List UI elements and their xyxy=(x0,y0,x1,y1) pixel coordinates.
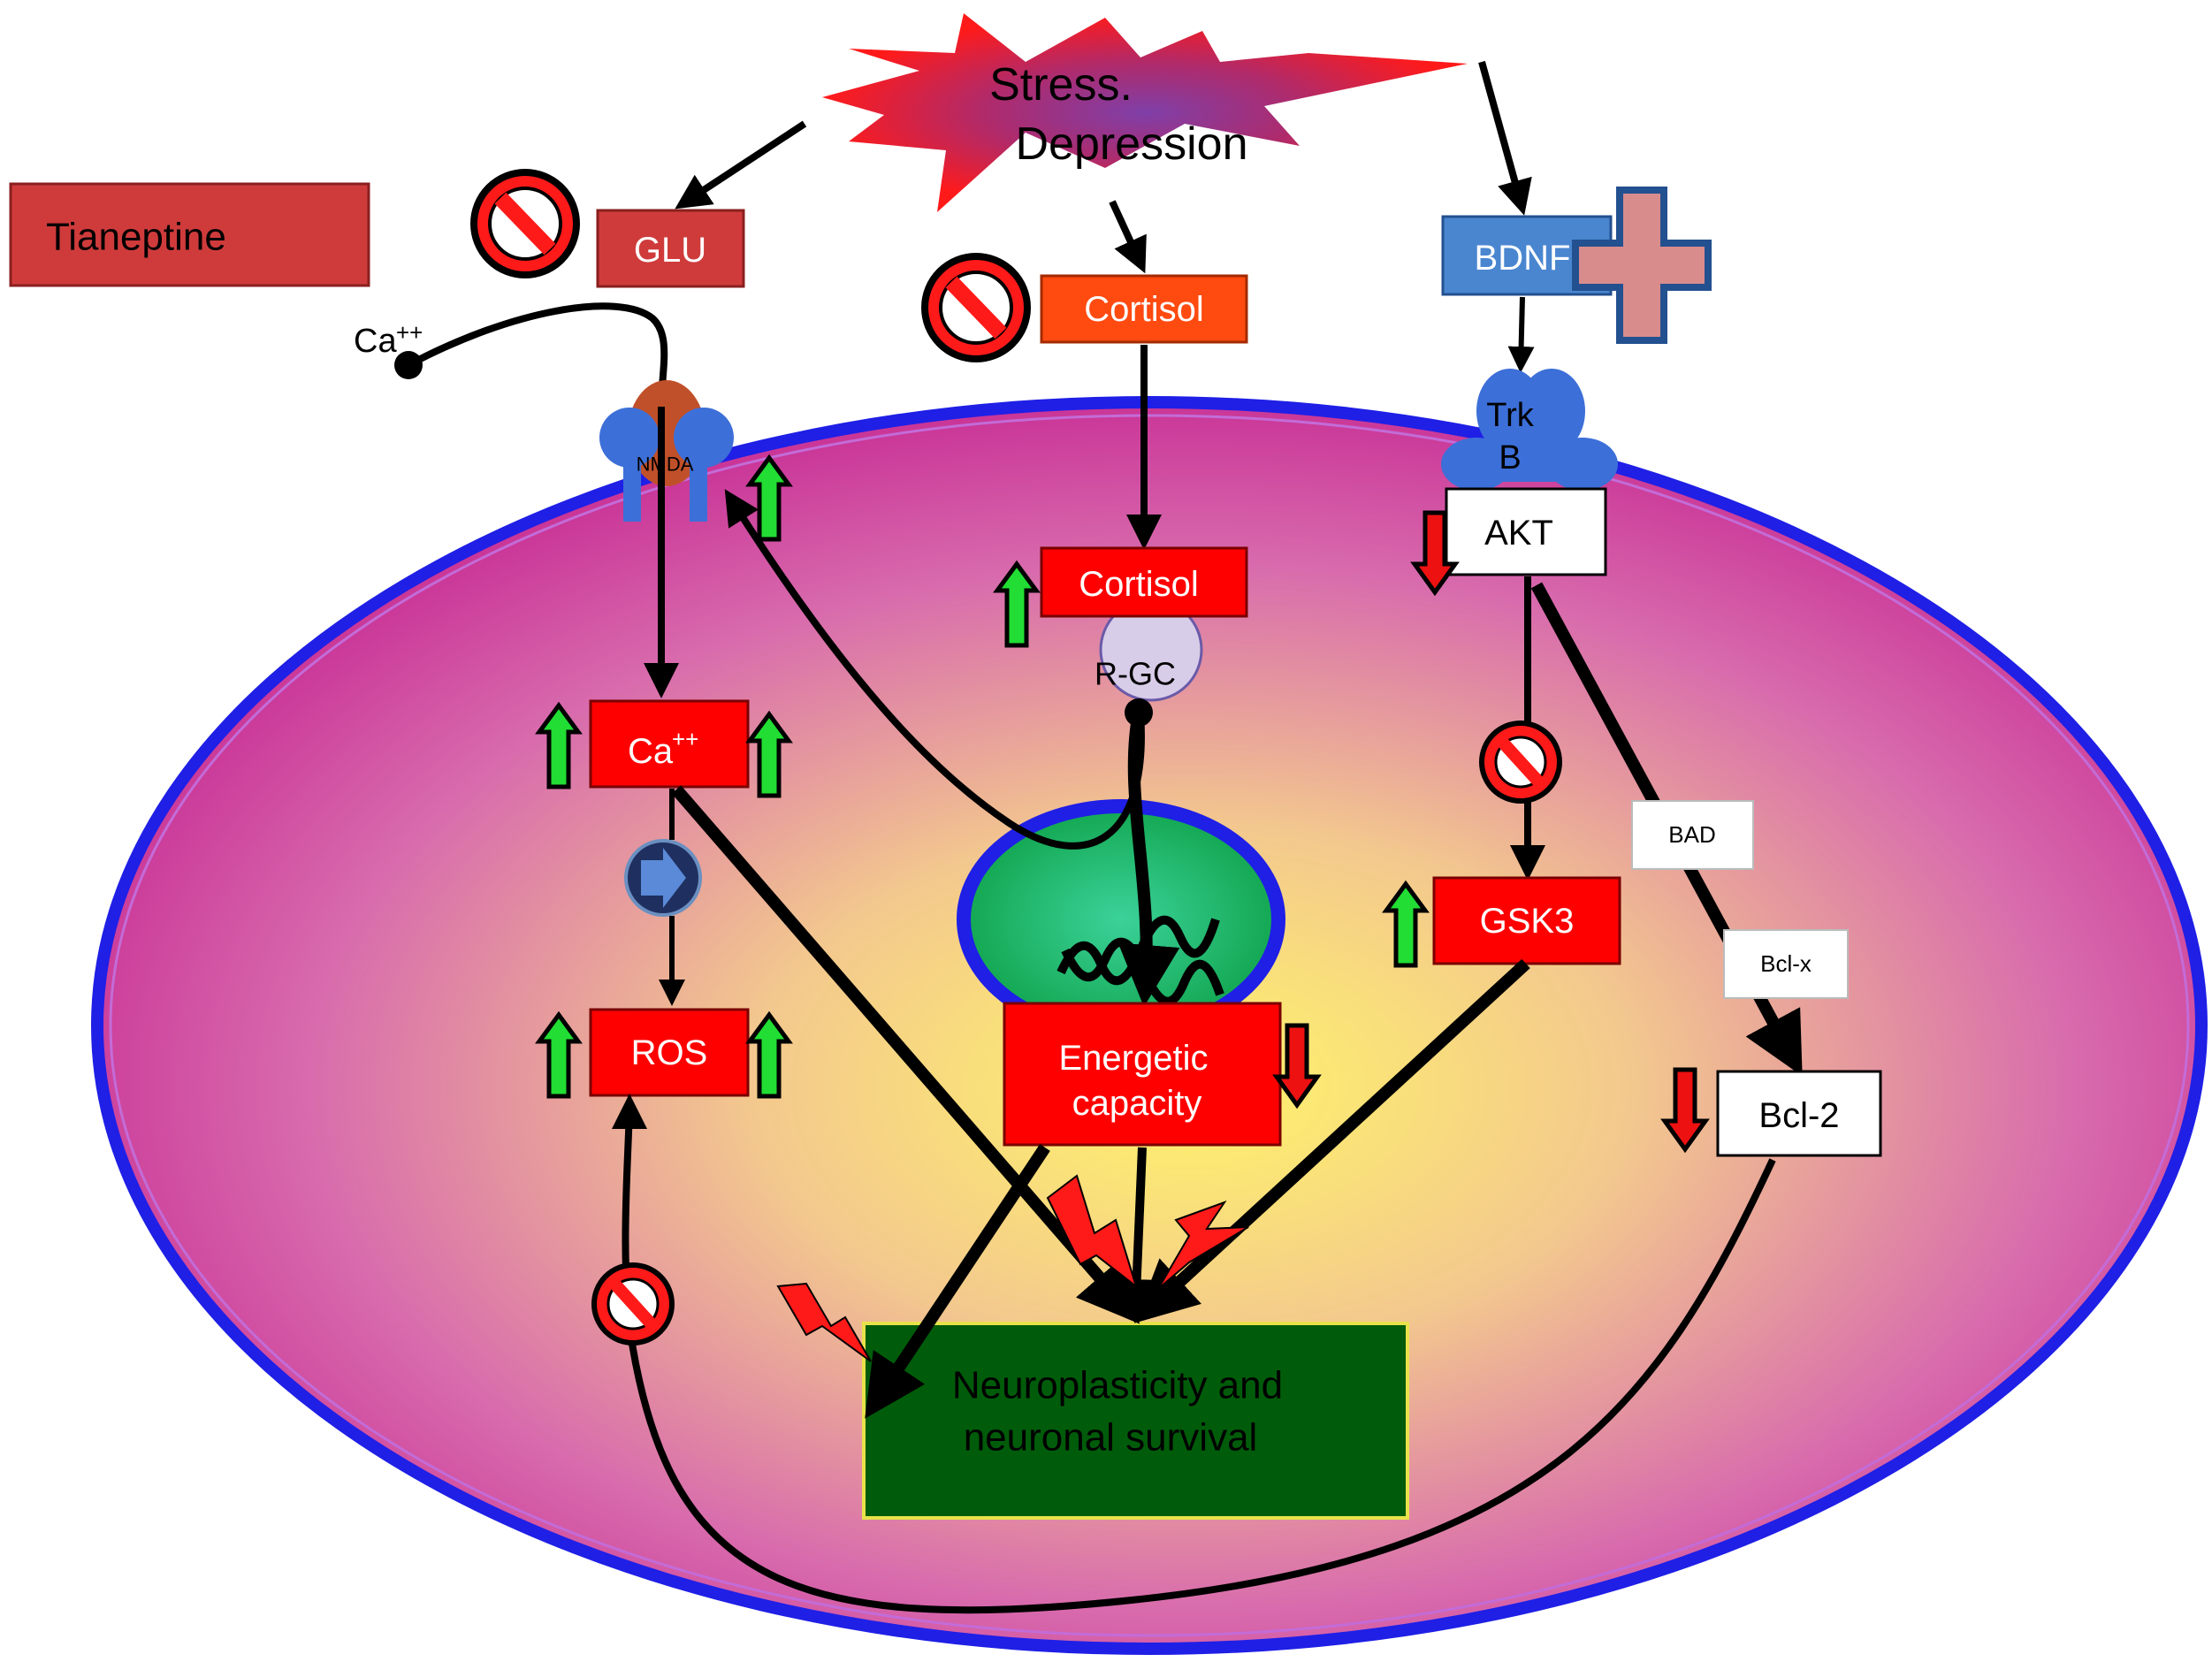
ca-outside-label: Ca xyxy=(354,323,397,360)
arrow-bdnf-to-trkb xyxy=(1507,296,1535,373)
bad-box xyxy=(1631,800,1754,870)
arrow-ca-to-neuro xyxy=(671,785,1140,1324)
cortisol-outer-label: Cortisol xyxy=(1084,290,1204,329)
arrow-gsk3-to-neuro xyxy=(1134,958,1530,1323)
lightning-icon xyxy=(776,1282,872,1362)
nmda-label: NMDA xyxy=(637,454,694,476)
trk-label: Trk xyxy=(1486,397,1534,434)
arrow-rgc-to-energetic xyxy=(1117,711,1180,1007)
capacity-label: capacity xyxy=(1072,1084,1202,1123)
up-arrow-icon xyxy=(535,701,583,789)
bdnf-label: BDNF xyxy=(1475,239,1571,278)
tianeptine-box xyxy=(9,182,370,287)
ros-label: ROS xyxy=(631,1033,708,1072)
gsk3-box xyxy=(1432,876,1621,965)
bclx-box xyxy=(1723,929,1849,999)
glu-box xyxy=(596,209,745,288)
bcl2-label: Bcl-2 xyxy=(1758,1096,1839,1135)
rgc-label: R-GC xyxy=(1095,656,1176,692)
glu-label: GLU xyxy=(634,231,706,270)
plus-icon xyxy=(1572,187,1712,344)
stress-burst-icon xyxy=(822,13,1468,212)
up-arrow-icon xyxy=(993,560,1041,648)
ca-inner-label: Ca xyxy=(628,732,674,771)
depression-label: Depression xyxy=(1015,118,1247,170)
down-arrow-icon xyxy=(1660,1067,1710,1154)
cell-membrane-inner-line xyxy=(109,414,2190,1637)
neuroplasticity-line1: Neuroplasticity and xyxy=(952,1364,1283,1407)
up-arrow-icon xyxy=(1382,880,1430,968)
ca-inner-box xyxy=(589,699,750,789)
ros-box xyxy=(589,1008,750,1097)
up-arrow-icon xyxy=(535,1010,583,1099)
nmda-receptor-icon xyxy=(599,380,734,522)
arrow-energetic-to-neuro-left xyxy=(865,1144,1050,1419)
trk-b-label: B xyxy=(1499,439,1521,476)
akt-label: AKT xyxy=(1484,514,1553,553)
up-arrow-icon xyxy=(745,1010,793,1099)
down-arrow-icon xyxy=(1410,510,1460,597)
stress-label: Stress. xyxy=(989,59,1133,111)
inhibit-glu-icon xyxy=(470,169,580,278)
bclx-label: Bcl-x xyxy=(1760,950,1812,977)
energetic-label: Energetic xyxy=(1059,1039,1209,1078)
tianeptine-label: Tianeptine xyxy=(46,216,226,259)
lightning-icon-3 xyxy=(1157,1201,1249,1290)
bcl2-box xyxy=(1716,1070,1882,1157)
mitochondria-icon xyxy=(624,839,702,917)
cortisol-inner-label: Cortisol xyxy=(1079,565,1199,604)
arrow-nucleus-to-nmda xyxy=(724,489,1145,850)
up-arrow-icon xyxy=(745,454,793,542)
bad-label: BAD xyxy=(1668,821,1715,848)
ca-inner-superscript: ++ xyxy=(672,726,698,752)
up-arrow-icon xyxy=(745,710,793,798)
inhibit-cortisol-icon xyxy=(921,253,1031,362)
lightning-icon-2 xyxy=(1046,1174,1138,1289)
ca-outside-superscript: ++ xyxy=(396,319,423,346)
arrow-stress-to-cortisol xyxy=(1109,200,1147,274)
nucleus xyxy=(957,799,1285,1040)
ca-entry-path xyxy=(407,302,668,408)
inhibit-ros-icon xyxy=(591,1262,675,1346)
arrow-stress-to-glu xyxy=(675,120,807,210)
neuroplasticity-line2: neuronal survival xyxy=(964,1416,1258,1460)
cortisol-outer-box xyxy=(1040,274,1248,344)
inhibit-gsk3-icon xyxy=(1479,720,1562,804)
gsk3-label: GSK3 xyxy=(1480,902,1575,941)
down-arrow-icon xyxy=(1272,1023,1322,1109)
arrow-stress-to-bdnf xyxy=(1478,60,1532,216)
neuroplasticity-box xyxy=(862,1322,1409,1520)
trkb-receptor-icon xyxy=(1441,369,1618,491)
akt-box xyxy=(1445,487,1607,576)
energetic-capacity-box xyxy=(1003,1002,1282,1147)
cortisol-inner-box xyxy=(1040,546,1248,618)
